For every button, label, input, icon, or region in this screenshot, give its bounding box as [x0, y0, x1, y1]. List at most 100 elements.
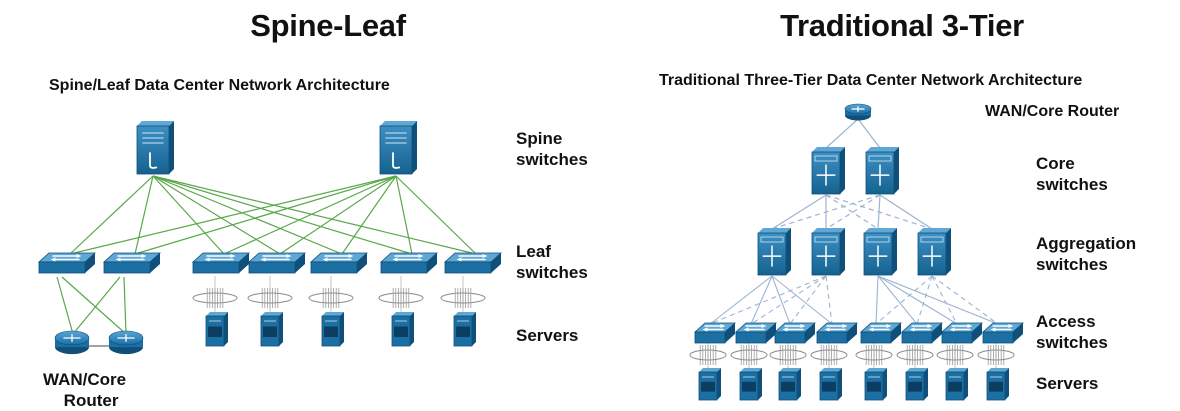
spine-1-leaf-2-link	[134, 175, 154, 255]
spine-2-leaf-3-link	[223, 175, 397, 255]
agg-label-line1: Aggregation	[1036, 234, 1137, 253]
access-nic-team-2	[730, 345, 768, 365]
server-right-4	[819, 368, 842, 401]
access-nic-team-7	[936, 345, 974, 365]
leaf-1-router-2-link	[61, 276, 127, 335]
access-switch-8	[981, 322, 1025, 344]
spine-1-leaf-6-link	[152, 175, 413, 255]
core-switch-1	[811, 147, 845, 195]
nic-team-3	[308, 288, 354, 308]
access-switch-2	[734, 322, 778, 344]
core-switches-label: Core switches	[1036, 153, 1108, 195]
agg-3-access-6-link	[877, 275, 918, 325]
server-right-5	[864, 368, 887, 401]
access-switch-3	[773, 322, 817, 344]
spine-2-leaf-7-link	[395, 175, 477, 255]
spine-1-leaf-5-link	[152, 175, 343, 255]
leaf-label-line2: switches	[516, 263, 588, 282]
leaf-switch-2	[102, 252, 162, 274]
spine-2-leaf-6-link	[395, 175, 413, 255]
nic-team-4	[378, 288, 424, 308]
leaf-2-router-2-link	[123, 276, 127, 335]
access-nic-team-8	[977, 345, 1015, 365]
spine-leaf-title: Spine-Leaf	[250, 8, 406, 43]
wan-core-router-label-right: WAN/Core Router	[985, 103, 1120, 120]
spine-2-leaf-1-link	[69, 175, 397, 255]
spine-2-leaf-2-link	[134, 175, 397, 255]
leaf-switch-4	[247, 252, 307, 274]
spine-1-leaf-4-link	[152, 175, 281, 255]
servers-label-right: Servers	[1036, 374, 1099, 393]
wan-core-router-left-2	[108, 330, 144, 355]
agg-3-access-7-link	[877, 275, 958, 325]
access-nic-team-4	[810, 345, 848, 365]
agg-2-access-1-link	[709, 275, 827, 325]
core-label-line1: Core	[1036, 154, 1075, 173]
leaf-switch-6	[379, 252, 439, 274]
nic-team-5	[440, 288, 486, 308]
leaf-label-line1: Leaf	[516, 242, 551, 261]
leaf-switches-label: Leaf switches	[516, 241, 588, 283]
wan-core-1-link	[825, 118, 859, 149]
spine-2-leaf-4-link	[279, 175, 397, 255]
access-switch-7	[940, 322, 984, 344]
agg-1-access-4-link	[771, 275, 833, 325]
core-2-agg-2-link	[825, 194, 881, 230]
aggregation-switch-1	[757, 228, 791, 276]
server-left-3	[321, 312, 344, 347]
agg-4-access-7-link	[931, 275, 958, 325]
access-switch-1	[693, 322, 737, 344]
aggregation-switches-label: Aggregation switches	[1036, 233, 1136, 275]
spine-switch-1	[136, 121, 174, 175]
agg-3-access-5-link	[875, 275, 879, 325]
core-2-agg-4-link	[879, 194, 933, 230]
spine-label-line2: switches	[516, 150, 588, 169]
access-switch-5	[859, 322, 903, 344]
core-2-agg-1-link	[771, 194, 881, 230]
spine-1-leaf-1-link	[69, 175, 154, 255]
wan-core-router-right	[844, 103, 872, 121]
router-label-line2: Router	[63, 391, 119, 410]
server-right-1	[698, 368, 721, 401]
spine-2-leaf-5-link	[341, 175, 397, 255]
leaf-2-router-1-link	[72, 276, 121, 335]
server-right-8	[986, 368, 1009, 401]
core-1-agg-1-link	[771, 194, 827, 230]
nic-team-2	[247, 288, 293, 308]
wan-core-router-left-1	[54, 330, 90, 355]
access-label-line2: switches	[1036, 333, 1108, 352]
three-tier-subtitle: Traditional Three-Tier Data Center Netwo…	[659, 72, 1083, 89]
agg-4-access-5-link	[875, 275, 933, 325]
leaf-switch-5	[309, 252, 369, 274]
access-nic-team-1	[689, 345, 727, 365]
three-tier-links	[707, 118, 999, 372]
wan-core-router-label: WAN/Core Router	[43, 369, 126, 411]
server-right-2	[739, 368, 762, 401]
three-tier-title: Traditional 3-Tier	[780, 8, 1024, 43]
core-switch-2	[865, 147, 899, 195]
server-left-2	[260, 312, 283, 347]
core-label-line2: switches	[1036, 175, 1108, 194]
access-nic-team-5	[855, 345, 893, 365]
spine-1-leaf-3-link	[152, 175, 225, 255]
server-left-4	[391, 312, 414, 347]
agg-4-access-8-link	[931, 275, 999, 325]
spine-label-line1: Spine	[516, 129, 563, 148]
agg-2-access-3-link	[789, 275, 827, 325]
spine-leaf-links	[56, 175, 477, 347]
core-2-agg-3-link	[877, 194, 881, 230]
leaf-1-router-1-link	[56, 276, 74, 335]
server-right-7	[945, 368, 968, 401]
leaf-switch-7	[443, 252, 503, 274]
server-right-6	[905, 368, 928, 401]
access-nic-team-6	[896, 345, 934, 365]
spine-switch-2	[379, 121, 417, 175]
servers-label-left: Servers	[516, 326, 579, 345]
leaf-switch-1	[37, 252, 97, 274]
server-right-3	[778, 368, 801, 401]
spine-switches-label: Spine switches	[516, 128, 588, 170]
wan-core-2-link	[857, 118, 881, 149]
leaf-switch-3	[191, 252, 251, 274]
server-left-5	[453, 312, 476, 347]
